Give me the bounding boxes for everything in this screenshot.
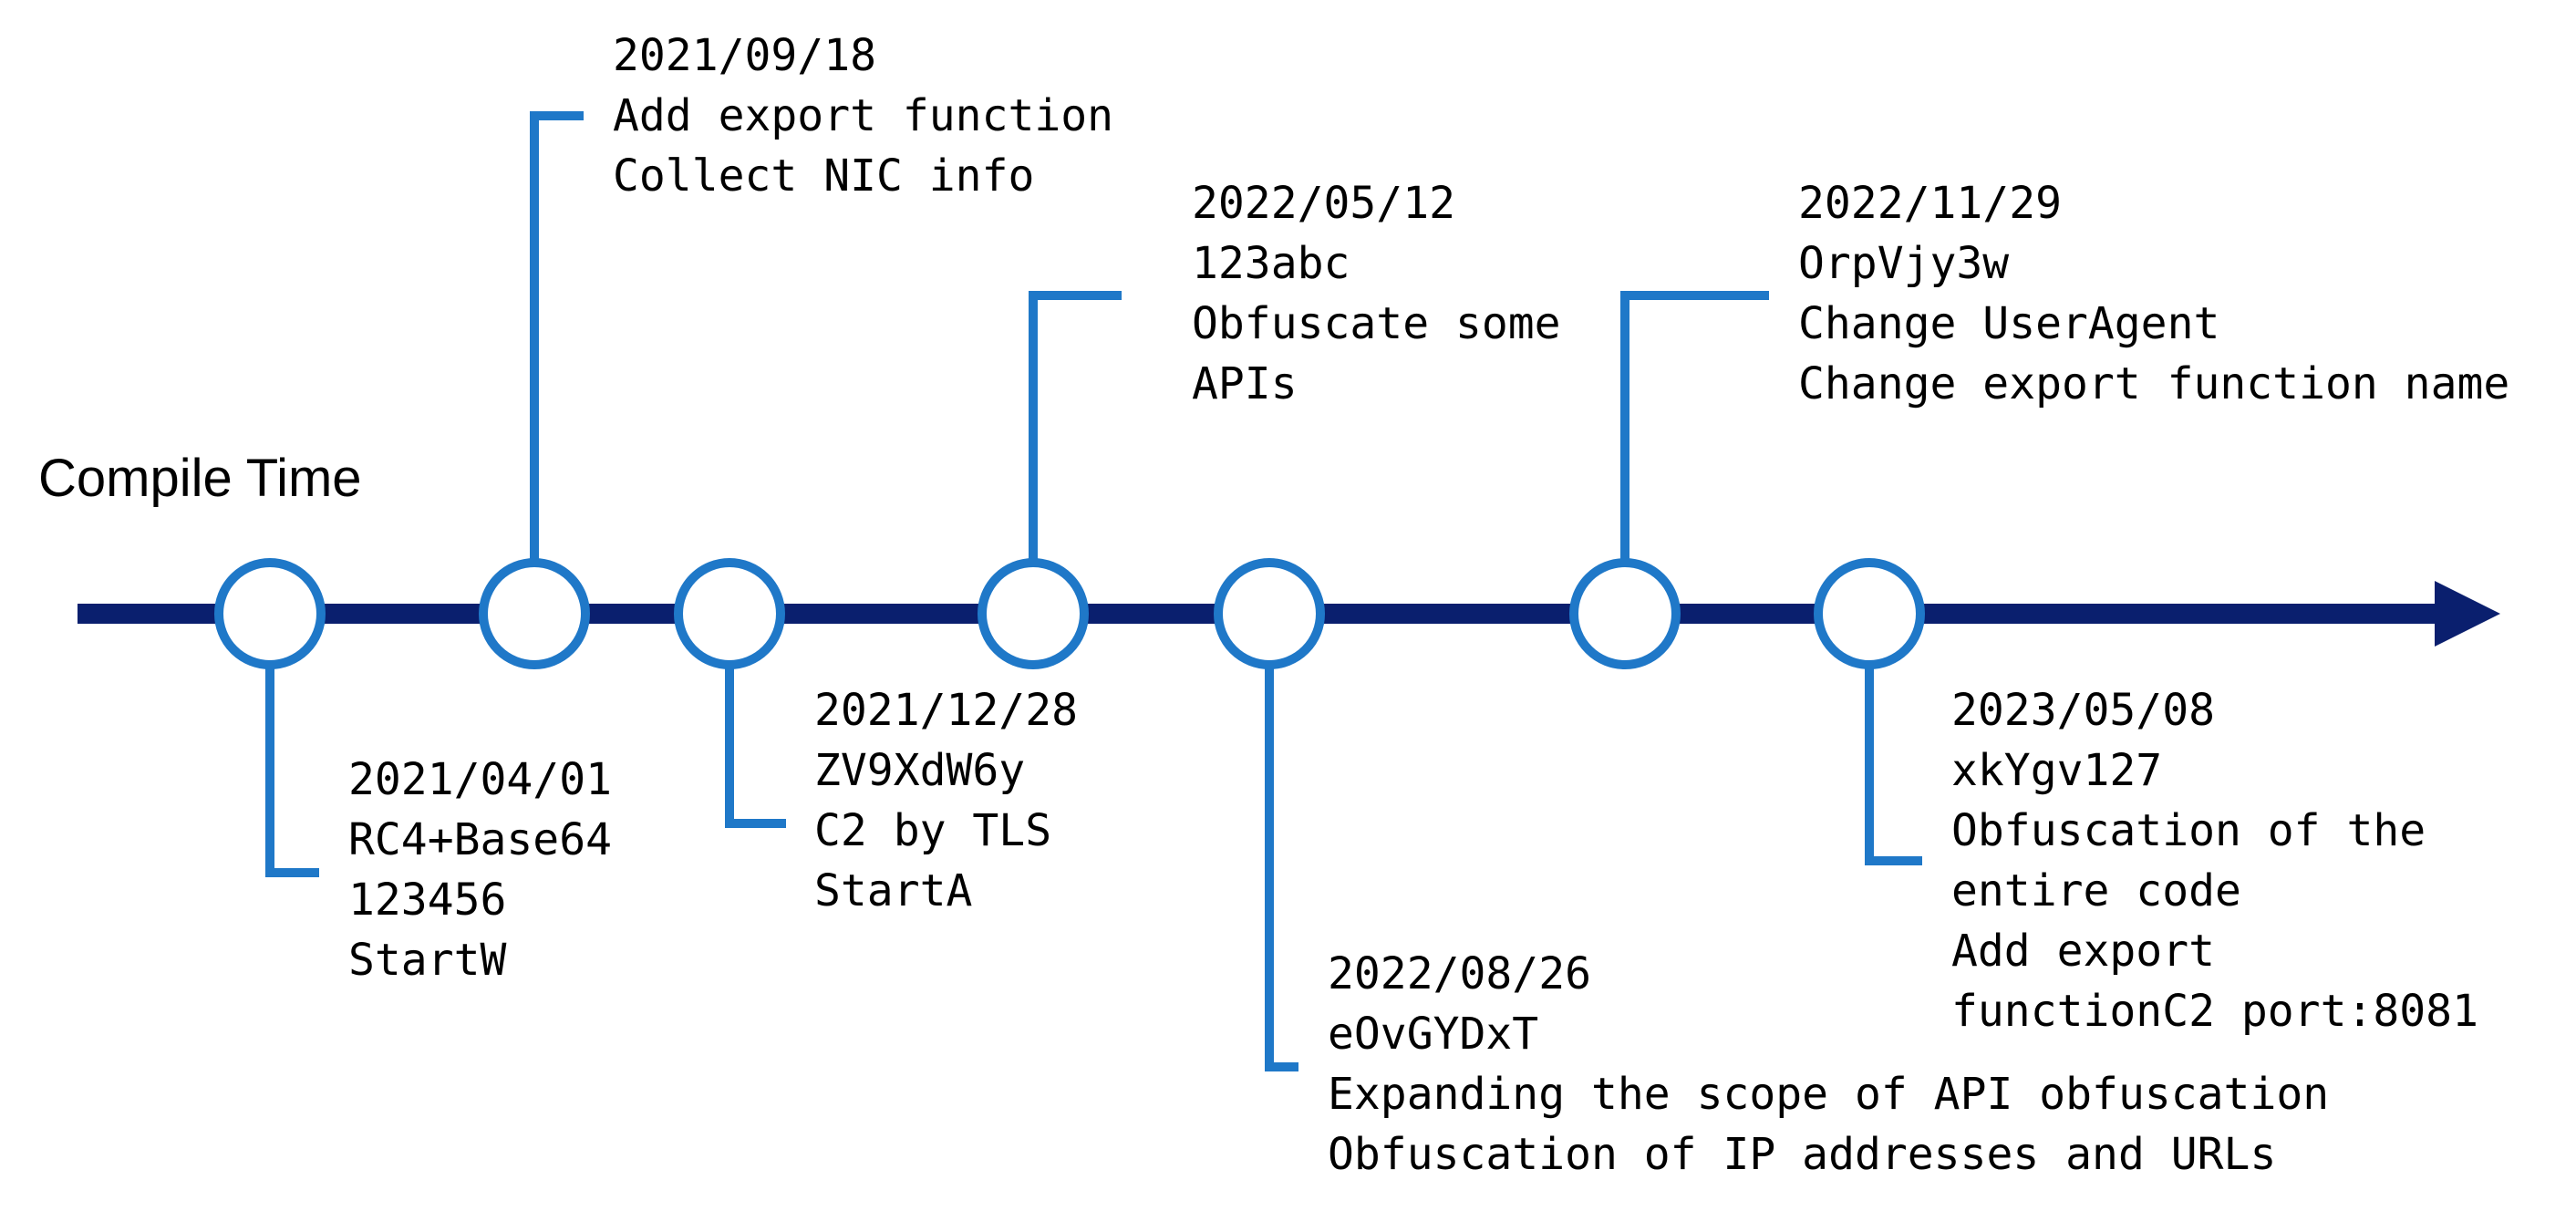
event-detail: eOvGYDxT [1328,1009,1539,1060]
event-detail: entire code [1951,865,2241,916]
event-detail: RC4+Base64 [348,814,612,865]
event-detail: OrpVjy3w [1798,238,2010,289]
event-detail: ZV9XdW6y [814,745,1026,796]
event-detail: Change UserAgent [1798,298,2220,349]
event-detail: Obfuscation of IP addresses and URLs [1328,1129,2277,1180]
event-detail: 123abc [1192,238,1350,289]
event-detail: APIs [1192,358,1298,409]
timeline-title: Compile Time [38,449,362,508]
event-detail: 123456 [348,875,507,926]
event-date: 2022/05/12 [1192,178,1455,229]
event-detail: Add export function [613,90,1114,141]
event-marker-1 [214,558,326,669]
event-date: 2021/09/18 [613,30,876,81]
connector-event-7 [1865,665,1922,865]
event-marker-5 [1214,558,1325,669]
event-marker-7 [1814,558,1925,669]
event-marker-3 [674,558,785,669]
connector-event-3 [725,665,786,828]
event-date: 2022/11/29 [1798,178,2062,229]
event-label-2022-08-26: 2022/08/26 eOvGYDxT Expanding the scope … [1328,944,2329,1185]
event-detail: Obfuscation of the [1951,805,2426,856]
event-date: 2021/04/01 [348,754,612,805]
timeline-arrowhead [2435,581,2500,647]
event-label-2021-12-28: 2021/12/28 ZV9XdW6y C2 by TLS StartA [814,680,1078,921]
event-date: 2021/12/28 [814,685,1078,736]
connector-event-2 [530,111,584,563]
event-detail: Add export [1951,926,2215,977]
event-label-2021-09-18: 2021/09/18 Add export function Collect N… [613,26,1113,206]
event-label-2022-11-29: 2022/11/29 OrpVjy3w Change UserAgent Cha… [1798,173,2509,414]
event-detail: StartA [814,865,973,916]
event-detail: Expanding the scope of API obfuscation [1328,1069,2330,1120]
connector-event-4 [1029,291,1122,563]
event-label-2023-05-08: 2023/05/08 xkYgv127 Obfuscation of the e… [1951,680,2478,1041]
event-date: 2022/08/26 [1328,948,1591,999]
event-detail: functionC2 port:8081 [1951,986,2478,1037]
event-detail: StartW [348,935,507,986]
event-marker-6 [1569,558,1681,669]
event-detail: Change export function name [1798,358,2510,409]
event-detail: C2 by TLS [814,805,1052,856]
connector-event-5 [1265,665,1298,1071]
event-detail: Obfuscate some [1192,298,1561,349]
event-label-2022-05-12: 2022/05/12 123abc Obfuscate some APIs [1192,173,1561,414]
event-date: 2023/05/08 [1951,685,2215,736]
event-marker-4 [978,558,1089,669]
connector-event-6 [1620,291,1769,563]
event-label-2021-04-01: 2021/04/01 RC4+Base64 123456 StartW [348,750,612,990]
event-detail: Collect NIC info [613,150,1035,202]
connector-event-1 [265,665,319,877]
event-marker-2 [479,558,590,669]
event-detail: xkYgv127 [1951,745,2163,796]
